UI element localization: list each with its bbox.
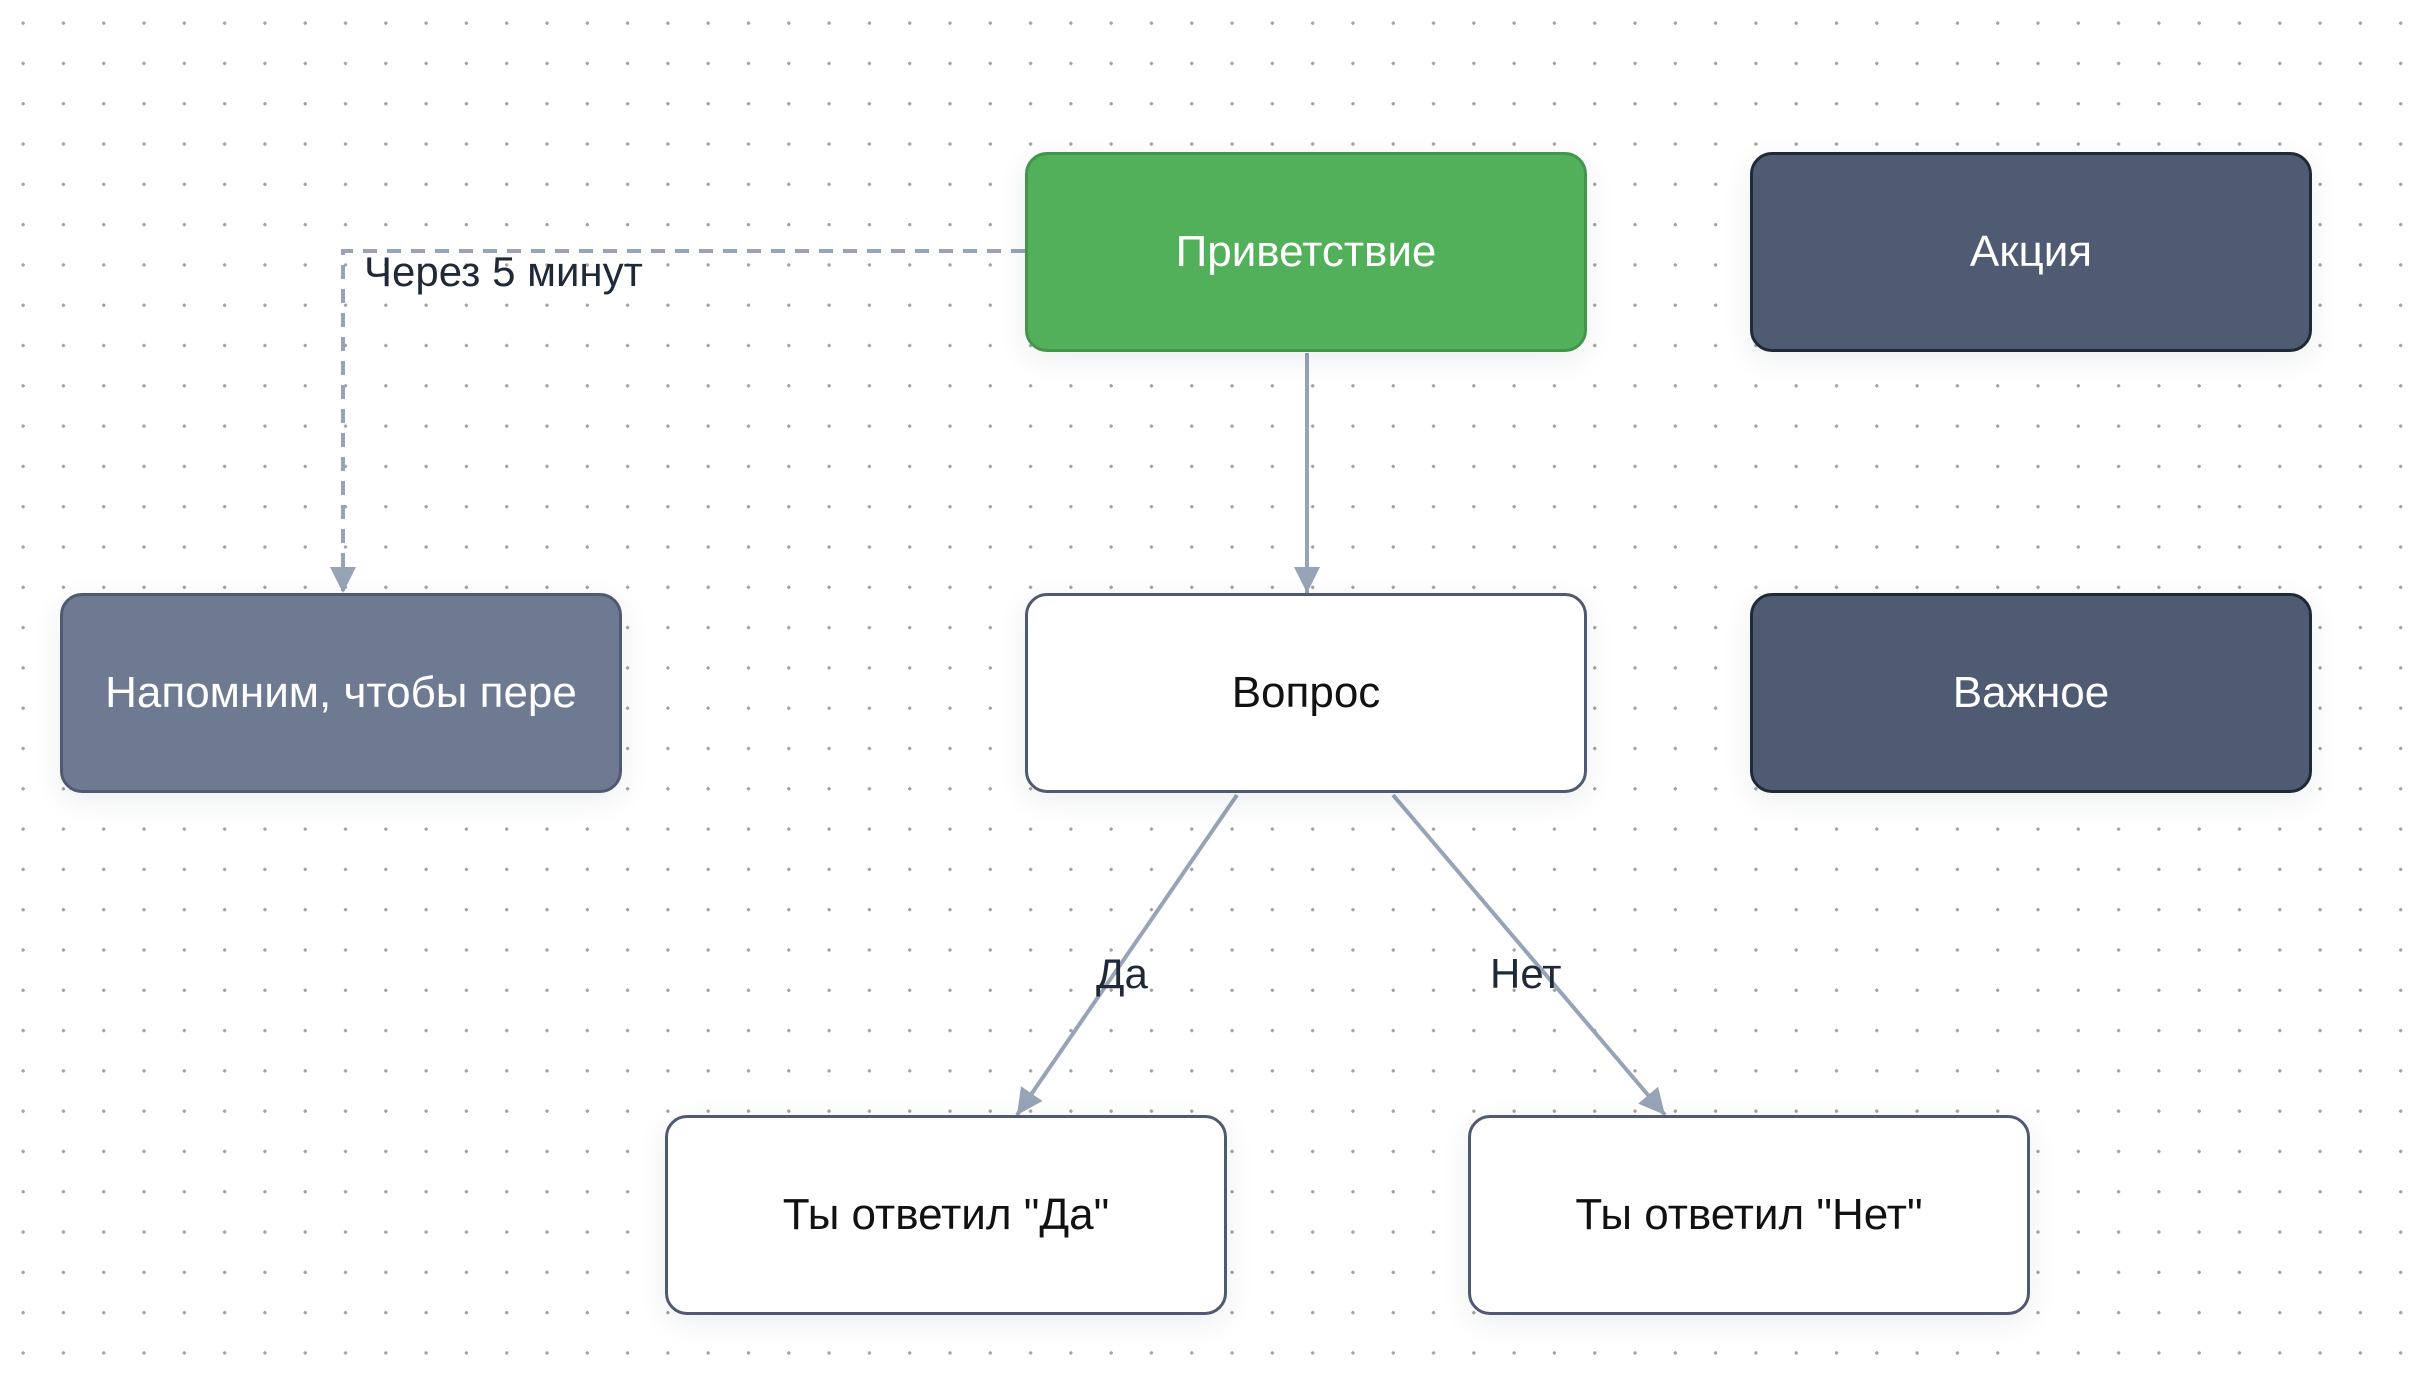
node-question[interactable]: Вопрос <box>1025 593 1587 793</box>
node-important[interactable]: Важное <box>1750 593 2312 793</box>
node-label: Ты ответил "Да" <box>782 1190 1110 1239</box>
edge-label-no: Нет <box>1490 950 1562 997</box>
node-answer-no[interactable]: Ты ответил "Нет" <box>1468 1115 2030 1315</box>
edge-label-yes: Да <box>1096 950 1148 997</box>
edge-question-to-answer-no[interactable] <box>1391 793 1667 1117</box>
node-greeting[interactable]: Приветствие <box>1025 152 1587 352</box>
node-reminder[interactable]: Напомним, чтобы пере <box>60 593 622 793</box>
node-label: Важное <box>1952 668 2110 717</box>
node-label: Ты ответил "Нет" <box>1575 1190 1923 1239</box>
node-answer-yes[interactable]: Ты ответил "Да" <box>665 1115 1227 1315</box>
node-label: Напомним, чтобы пере <box>105 668 577 717</box>
edge-label-delay: Через 5 минут <box>364 248 643 295</box>
node-promo[interactable]: Акция <box>1750 152 2312 352</box>
node-label: Акция <box>1969 227 2093 276</box>
node-label: Приветствие <box>1175 227 1437 276</box>
edge-question-to-answer-yes[interactable] <box>1015 793 1239 1117</box>
node-label: Вопрос <box>1231 668 1381 717</box>
edge-greeting-to-reminder[interactable] <box>330 249 1025 593</box>
